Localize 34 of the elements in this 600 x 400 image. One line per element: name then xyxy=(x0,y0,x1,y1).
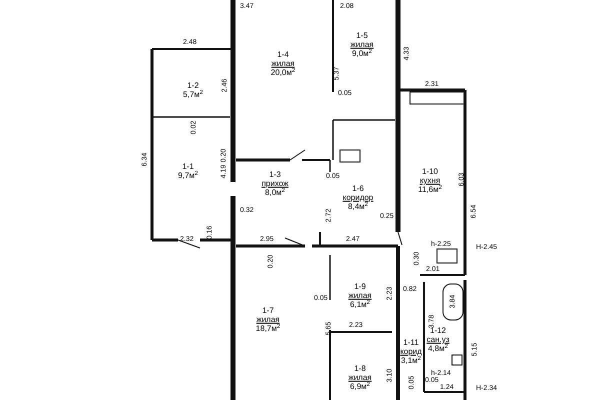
room-number: 1-6 xyxy=(352,184,364,194)
room-number: 1-1 xyxy=(182,163,194,172)
room-type: жилая xyxy=(348,374,372,382)
room-area: 8,4м$^{2}$ xyxy=(348,202,368,212)
room-number: 1-5 xyxy=(356,32,368,41)
room-area: 8,0м$^{2}$ xyxy=(265,188,285,198)
room-number: 1-8 xyxy=(354,364,366,374)
room-type: жилая xyxy=(256,316,280,324)
room-number: 1-10 xyxy=(422,168,438,177)
room-area: 18,7м$^{2}$ xyxy=(256,324,280,334)
room-number: 1-9 xyxy=(354,282,366,292)
room-area: 6,9м$^{2}$ xyxy=(350,382,370,392)
room-number: 1-7 xyxy=(262,306,274,316)
room-number: 1-4 xyxy=(277,50,289,60)
room-area: 20,0м$^{2}$ xyxy=(270,68,296,78)
room-type: жилая xyxy=(271,60,295,68)
room-number: 1-11 xyxy=(403,338,419,348)
room-area: 4,8м$^{2}$ xyxy=(428,344,448,354)
room-type: корид xyxy=(400,348,422,356)
room-type: жилая xyxy=(348,292,372,300)
room-area: 5,7м$^{2}$ xyxy=(183,91,203,100)
room-area: 9,0м$^{2}$ xyxy=(352,49,372,58)
room-area: 3,1м$^{2}$ xyxy=(401,356,421,366)
room-type: сан.уз xyxy=(426,336,450,344)
room-type: кухня xyxy=(420,176,440,185)
room-area: 11,6м$^{2}$ xyxy=(418,185,442,194)
room-type: прихож xyxy=(262,180,288,188)
room-number: 1-12 xyxy=(430,326,446,336)
room-type: коридор xyxy=(342,194,374,202)
room-number: 1-3 xyxy=(269,170,281,180)
room-type: жилая xyxy=(350,40,374,49)
room-area: 6,1м$^{2}$ xyxy=(350,300,370,310)
room-number: 1-2 xyxy=(187,82,199,91)
room-area: 9,7м$^{2}$ xyxy=(178,172,198,181)
